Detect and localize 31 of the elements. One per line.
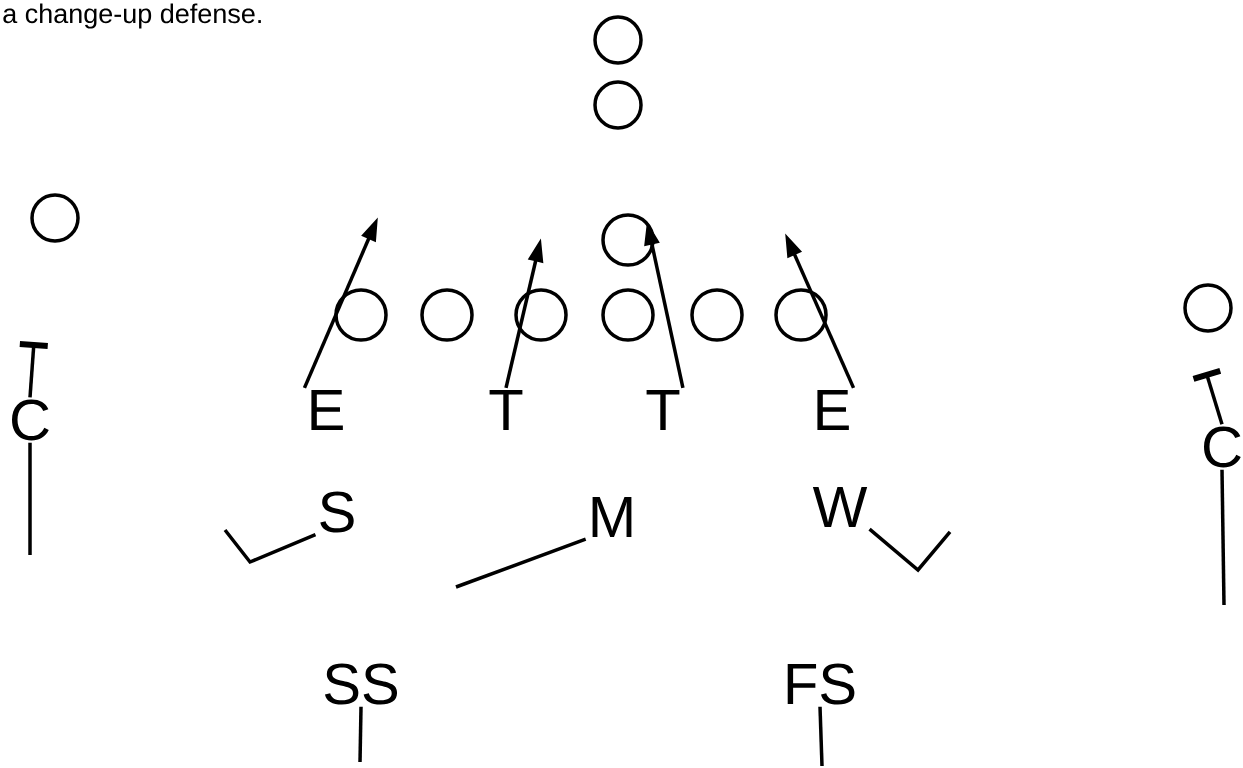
route-line bbox=[455, 537, 587, 589]
player-circle bbox=[514, 288, 568, 342]
caption: a change-up defense. bbox=[3, 3, 261, 29]
player-letter: SS bbox=[324, 663, 398, 705]
player-circle bbox=[593, 80, 643, 130]
player-letter: E bbox=[311, 390, 343, 430]
player-circle bbox=[593, 15, 643, 65]
block-line bbox=[19, 341, 48, 398]
player-circle bbox=[334, 288, 388, 342]
player-letter: T bbox=[489, 390, 523, 430]
player-letter: C bbox=[1204, 426, 1241, 468]
player-circle bbox=[601, 213, 655, 267]
player-circle bbox=[30, 193, 80, 243]
player-letter: C bbox=[12, 399, 49, 441]
player-letter: S bbox=[320, 491, 354, 533]
route-line bbox=[818, 706, 824, 767]
player-letter: M bbox=[592, 497, 632, 537]
player-circle bbox=[774, 288, 828, 342]
player-circle bbox=[601, 288, 655, 342]
player-letter: T bbox=[646, 390, 680, 430]
player-circle bbox=[1183, 283, 1233, 333]
player-letter: FS bbox=[787, 663, 855, 705]
route-line bbox=[223, 528, 317, 565]
player-letter: E bbox=[817, 390, 849, 430]
route-line bbox=[868, 527, 952, 573]
route-line bbox=[1220, 469, 1226, 605]
route-line bbox=[358, 706, 363, 763]
route-line bbox=[28, 442, 32, 555]
player-circle bbox=[690, 288, 744, 342]
player-letter: W bbox=[812, 487, 868, 527]
player-circle bbox=[420, 288, 474, 342]
